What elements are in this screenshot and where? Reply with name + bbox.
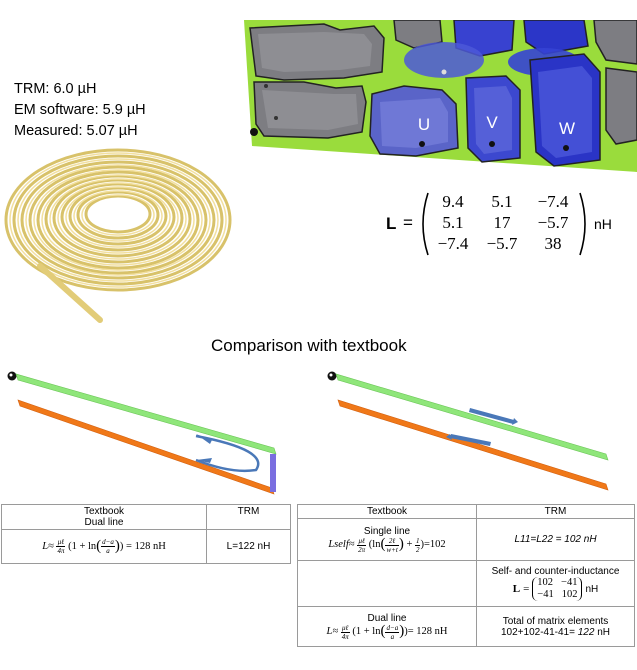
em-software-coil-value: EM software: 5.9 µH (14, 102, 146, 118)
right-table-total: Total of matrix elements 102+102-41-41= … (476, 606, 635, 647)
single-line-illustration (327, 371, 609, 491)
matrix-cell: 38 (544, 234, 562, 253)
right-table-self-counter: Self- and counter-inductance L = 102−41 … (476, 560, 635, 607)
pcb-label-u: U (418, 115, 430, 134)
right-table-empty-cell (297, 560, 477, 607)
matrix-right-bracket (579, 192, 586, 256)
pcb-simulation-image: U V W (244, 20, 637, 172)
right-table-header-textbook: Textbook (297, 504, 477, 519)
left-table-trm-value: L=122 nH (206, 529, 291, 564)
right-table-trm-single: L11=L22 = 102 nH (476, 518, 635, 561)
left-table-header-trm: TRM (206, 504, 291, 530)
pcb-label-w: W (559, 119, 575, 138)
measured-coil-value: Measured: 5.07 µH (14, 123, 138, 139)
matrix-cell: 5.1 (442, 213, 464, 232)
matrix-unit: nH (594, 216, 612, 232)
pcb-label-v: V (486, 113, 498, 132)
left-table-header-textbook: Textbook Dual line (1, 504, 207, 530)
matrix-cell: −5.7 (486, 234, 518, 253)
dual-line-illustration (7, 371, 277, 495)
matrix-left-bracket (422, 192, 429, 256)
trm-coil-value: TRM: 6.0 µH (14, 81, 97, 97)
matrix-cell: −7.4 (537, 192, 569, 211)
matrix-cell: −5.7 (537, 213, 569, 232)
matrix-cell: 9.4 (442, 192, 464, 211)
spiral-coil-image (4, 148, 232, 323)
matrix-equals: = (403, 213, 413, 232)
matrix-cell: 17 (493, 213, 511, 232)
matrix-symbol: L (386, 214, 397, 233)
matrix-cell: −7.4 (437, 234, 469, 253)
matrix-cell: 5.1 (491, 192, 513, 211)
right-table-header-trm: TRM (476, 504, 635, 519)
section-title: Comparison with textbook (211, 336, 407, 355)
